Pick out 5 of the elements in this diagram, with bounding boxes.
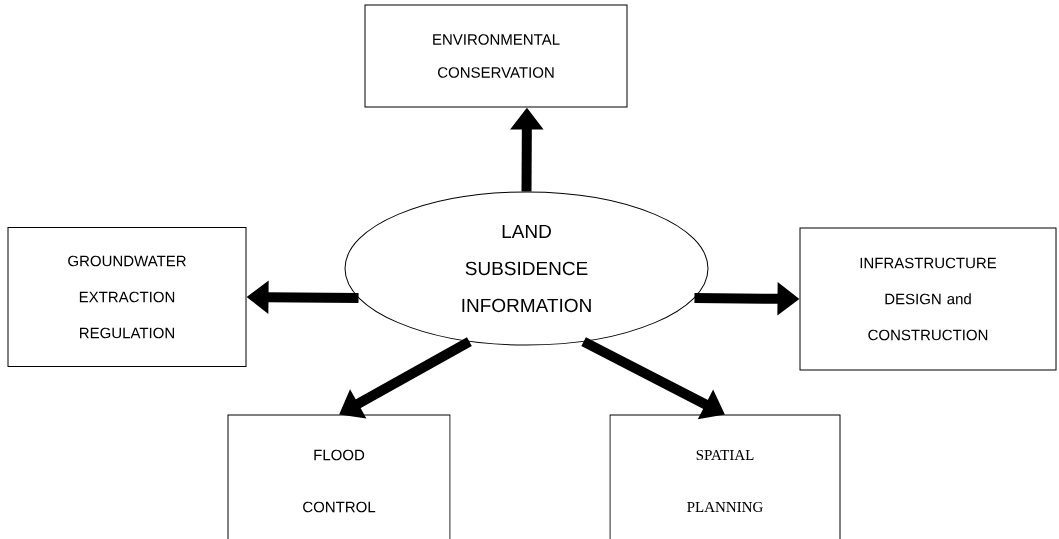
topic-box: ENVIRONMENTAL CONSERVATION xyxy=(364,4,628,108)
topic-box: SPATIAL PLANNING xyxy=(609,414,841,539)
topic-box: FLOOD CONTROL xyxy=(227,414,451,539)
topic-box: GROUNDWATER EXTRACTION REGULATION xyxy=(7,227,247,367)
topic-box: INFRASTRUCTURE DESIGN and CONSTRUCTION xyxy=(799,227,1057,371)
